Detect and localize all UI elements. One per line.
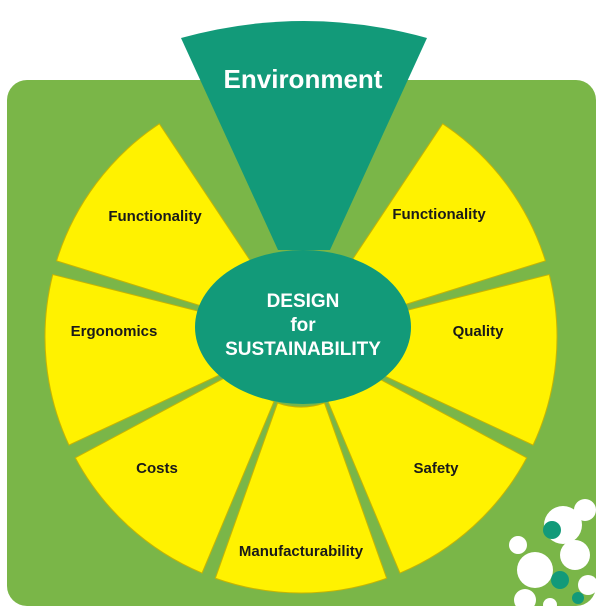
hub-line-sustainability: SUSTAINABILITY [225,339,381,360]
segment-label-manufacturability: Manufacturability [239,543,364,560]
dot [572,592,584,604]
dot [517,552,553,588]
segment-label-quality: Quality [453,323,505,340]
dot [560,540,590,570]
wheel-segments [44,123,558,594]
dot [551,571,569,589]
hub-line-design: DESIGN [267,291,340,312]
environment-label: Environment [224,64,383,94]
dot [509,536,527,554]
dot [514,589,536,610]
segment-label-functionality-left: Functionality [108,208,202,225]
dot [574,499,596,521]
segment-label-safety: Safety [413,460,459,477]
dot [543,598,557,610]
segment-label-ergonomics: Ergonomics [71,323,158,340]
segment-label-functionality-right: Functionality [392,206,486,223]
design-for-sustainability-hub [195,250,411,404]
dot [543,521,561,539]
dot [578,575,598,595]
segment-label-costs: Costs [136,460,178,477]
segment-manufacturability [214,402,388,594]
environment-segment [181,21,427,250]
hub-line-for: for [290,315,316,336]
decorative-dots [509,499,598,610]
